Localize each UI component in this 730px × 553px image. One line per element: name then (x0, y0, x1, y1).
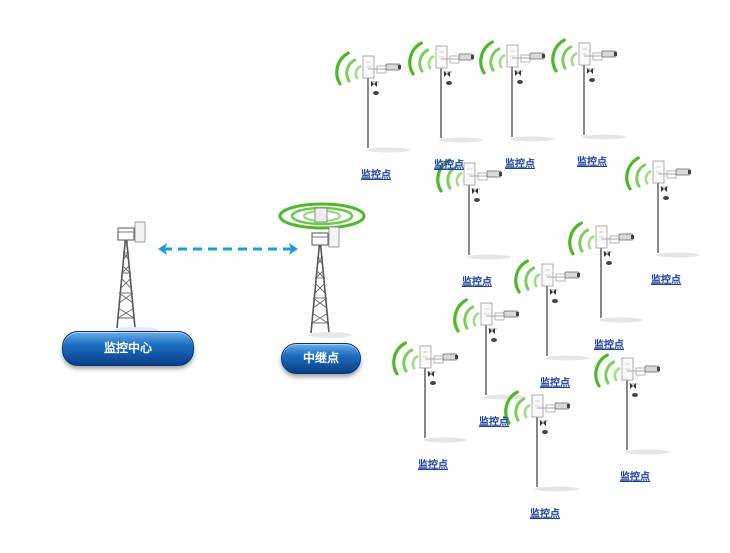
monitoring-point-label[interactable]: 监控点 (434, 160, 464, 171)
camera-pole-icon (463, 162, 512, 261)
monitoring-point-label[interactable]: 监控点 (479, 417, 509, 428)
camera-pole-icon (435, 45, 484, 144)
wireless-signal-icon (547, 36, 581, 77)
monitoring-center-button[interactable]: 监控中心 (62, 331, 194, 366)
monitoring-point-label[interactable]: 监控点 (651, 275, 681, 286)
relay-antenna-icon (314, 207, 328, 223)
link-arrow-right-icon (289, 243, 298, 255)
monitoring-point-label[interactable]: 监控点 (620, 472, 650, 483)
link-arrow-left-icon (158, 243, 167, 255)
camera-pole-icon (578, 42, 627, 141)
camera-pole-icon (531, 394, 580, 493)
wireless-signal-icon (449, 296, 483, 337)
wireless-signal-icon (590, 351, 624, 392)
monitoring-point-label[interactable]: 监控点 (594, 340, 624, 351)
wireless-signal-icon (388, 339, 422, 380)
monitoring-point-label[interactable]: 监控点 (418, 460, 448, 471)
relay-tower-icon (307, 226, 353, 339)
monitoring-point-label[interactable]: 监控点 (361, 170, 391, 181)
wireless-signal-icon (621, 154, 655, 195)
monitoring-point-label[interactable]: 监控点 (462, 277, 492, 288)
monitoring-point-label[interactable]: 监控点 (530, 509, 560, 520)
wireless-signal-icon (510, 257, 544, 298)
wireless-signal-icon (404, 39, 438, 80)
center-tower-icon (113, 221, 159, 334)
camera-pole-icon (480, 302, 529, 401)
camera-pole-icon (652, 160, 701, 259)
wireless-signal-icon (475, 38, 509, 79)
relay-point-button[interactable]: 中继点 (281, 343, 361, 374)
monitoring-point-label[interactable]: 监控点 (505, 159, 535, 170)
monitoring-point-label[interactable]: 监控点 (577, 157, 607, 168)
camera-pole-icon (506, 44, 555, 143)
wireless-signal-icon (331, 49, 365, 90)
monitoring-point-label[interactable]: 监控点 (540, 378, 570, 389)
camera-pole-icon (621, 357, 670, 456)
camera-pole-icon (419, 345, 468, 444)
camera-pole-icon (362, 55, 411, 154)
wireless-signal-icon (564, 219, 598, 260)
